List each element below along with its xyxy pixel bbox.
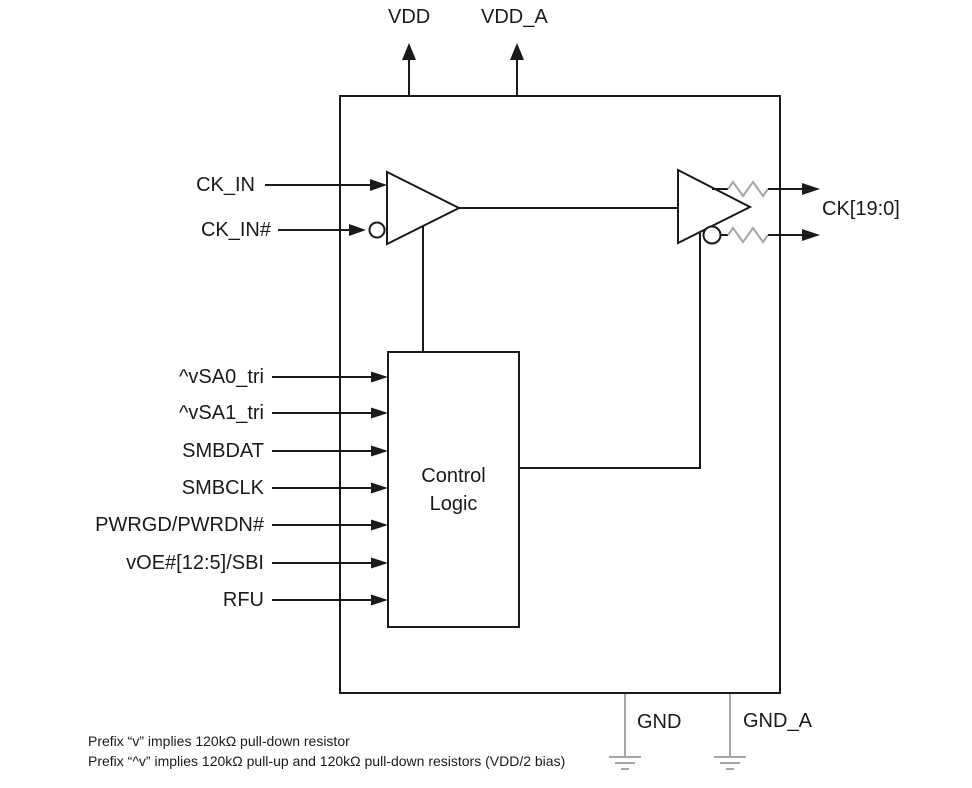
voe-pin-label: vOE#[12:5]/SBI [126,552,264,574]
smbdat-arrow-icon [371,445,388,457]
sa0-pin-label: ^vSA0_tri [179,366,264,388]
vdd-arrow-icon [402,43,416,60]
sa1-arrow-icon [371,407,388,419]
out-true-resistor-icon [727,180,769,198]
control-logic-label-line2: Logic [429,492,478,515]
control-logic-label: Control Logic [388,352,519,627]
ck-out-pin-label: CK[19:0] [822,198,900,220]
control-logic-box [387,351,520,628]
rfu-pin-label: RFU [222,589,264,611]
pwrgd-pin-label: PWRGD/PWRDN# [95,514,264,536]
out-comp-arrow-icon [802,229,820,241]
control-to-output-line [519,233,701,469]
smbclk-arrow-icon [371,482,388,494]
footnote-pulldown: Prefix “v” implies 120kΩ pull-down resis… [88,733,350,749]
chip-outline [339,95,781,694]
voe-arrow-icon [371,557,388,569]
out-comp-resistor-icon [727,226,769,244]
gnd-pin-label: GND [637,711,682,733]
input-inversion-bubble-icon [368,221,386,239]
footnote-pullup-pulldown: Prefix “^v” implies 120kΩ pull-up and 12… [88,753,566,769]
vdd-a-pin-label: VDD_A [481,6,548,28]
rfu-arrow-icon [371,594,388,606]
output-inversion-bubble-icon [702,225,722,245]
ck-in-arrow-icon [370,179,387,191]
smbclk-pin-label: SMBCLK [181,477,264,499]
ck-in-pin-label: CK_IN [196,174,255,196]
gnd-a-pin-label: GND_A [743,710,812,732]
pwrgd-arrow-icon [371,519,388,531]
control-logic-label-line1: Control [421,464,486,487]
ck-in-b-pin-label: CK_IN# [200,219,271,241]
sa1-pin-label: ^vSA1_tri [179,402,264,424]
vdd-a-arrow-icon [510,43,524,60]
vdd-pin-label: VDD [388,6,431,28]
sa0-arrow-icon [371,371,388,383]
out-true-arrow-icon [802,183,820,195]
ck-in-b-arrow-icon [349,224,366,236]
smbdat-pin-label: SMBDAT [182,440,264,462]
